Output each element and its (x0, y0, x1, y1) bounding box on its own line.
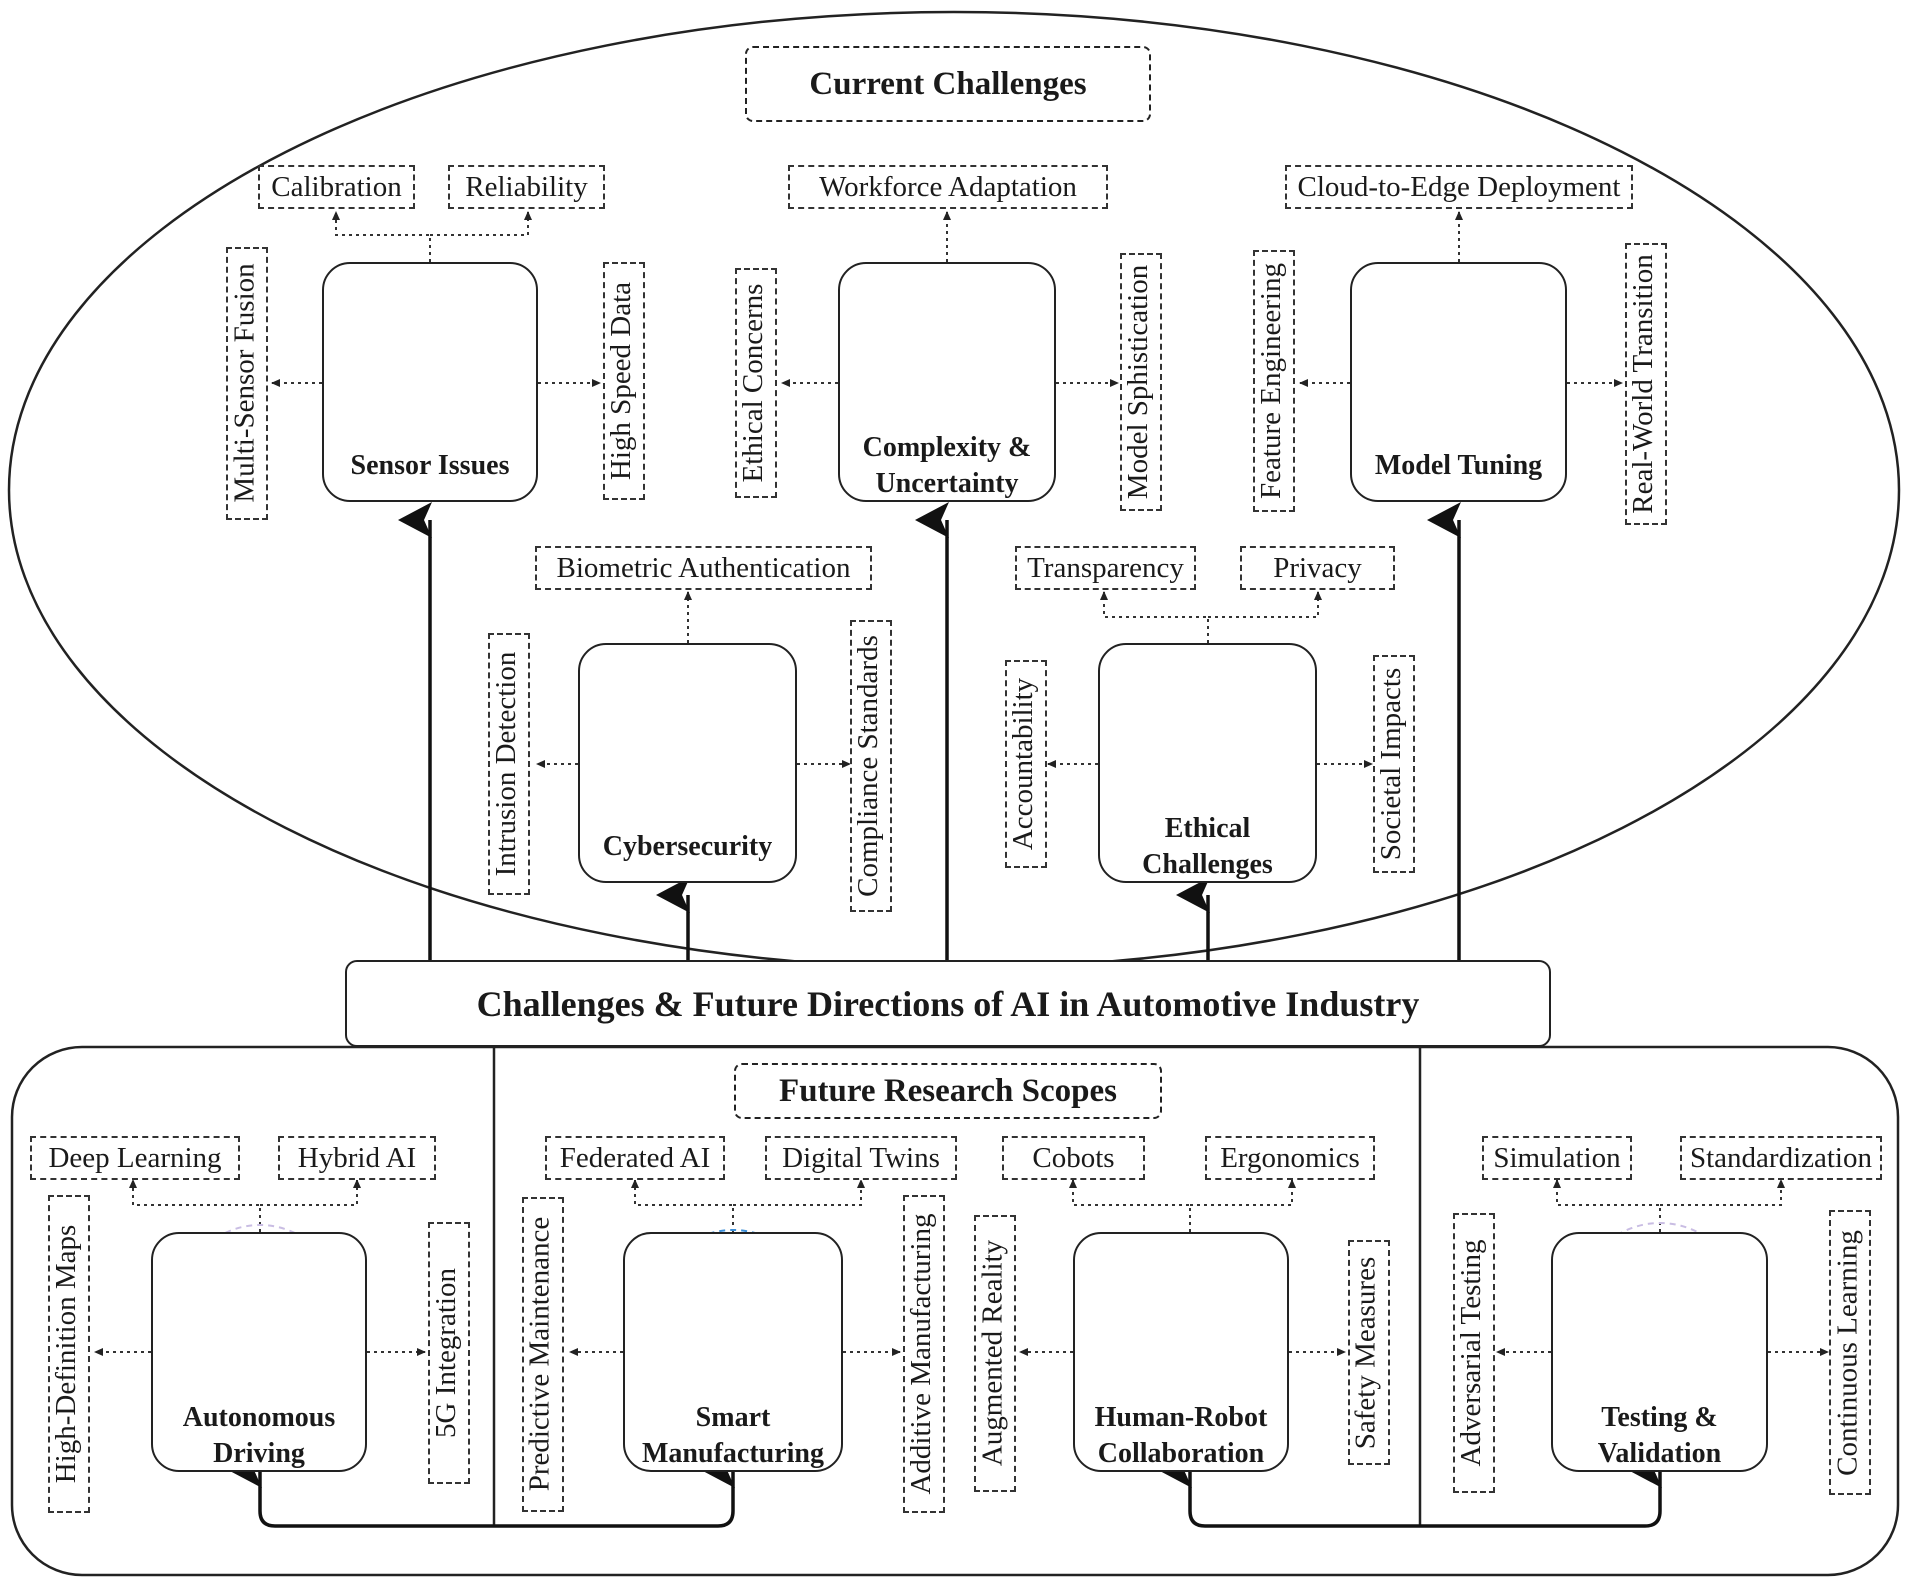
complexity-card: Complexity & Uncertainty (838, 262, 1056, 502)
label-cloud-to-edge: Cloud-to-Edge Deployment (1285, 165, 1633, 209)
label-hd-maps: High-Definition Maps (50, 1224, 82, 1484)
current-challenges-title: Current Challenges (745, 46, 1151, 122)
label-compliance-standards-box (850, 620, 892, 912)
model-tuning-card: Model Tuning (1350, 262, 1567, 502)
card-title-line2: Manufacturing (642, 1438, 824, 1469)
label-predictive-maintenance-box (522, 1197, 564, 1512)
smart-manufacturing-card: Smart Manufacturing (623, 1232, 843, 1472)
label-ethical-concerns: Ethical Concerns (737, 283, 769, 483)
label-additive-manufacturing-box (903, 1195, 945, 1513)
label-continuous-learning-box (1829, 1210, 1871, 1495)
label-model-sophistication-box (1120, 253, 1162, 511)
label-additive-manufacturing: Additive Manufacturing (905, 1213, 937, 1495)
label-ethical-concerns-box (735, 268, 777, 498)
label-continuous-learning: Continuous Learning (1831, 1230, 1864, 1476)
label-intrusion-detection-box (488, 633, 530, 895)
ethical-challenges-card: Ethical Challenges (1098, 643, 1317, 883)
label-deep-learning: Deep Learning (30, 1136, 240, 1180)
label-federated-ai: Federated AI (545, 1136, 725, 1180)
label-biometric-authentication: Biometric Authentication (535, 546, 872, 590)
label-feature-engineering-box (1253, 250, 1295, 512)
label-high-speed-data-box (603, 262, 645, 500)
label-real-world-transition-box (1625, 243, 1667, 525)
label-hd-maps-box (48, 1195, 90, 1513)
label-high-speed-data: High Speed Data (605, 281, 637, 481)
label-accountability-box (1005, 660, 1047, 868)
label-feature-engineering: Feature Engineering (1255, 263, 1287, 499)
label-digital-twins: Digital Twins (765, 1136, 957, 1180)
card-title: Model Tuning (1374, 450, 1543, 481)
label-privacy: Privacy (1240, 546, 1395, 590)
card-title: Sensor Issues (350, 450, 510, 481)
label-model-sophistication: Model Sphistication (1122, 264, 1154, 500)
card-title-line1: Testing & (1601, 1402, 1718, 1433)
card-title-line2: Validation (1597, 1438, 1722, 1469)
card-title-line1: Complexity & (862, 432, 1032, 463)
card-title: Cybersecurity (602, 831, 773, 862)
label-safety-measures: Safety Measures (1349, 1256, 1382, 1450)
card-title-line2: Collaboration (1097, 1438, 1265, 1469)
label-adversarial-testing-box (1453, 1213, 1495, 1493)
card-title-line1: Human-Robot (1094, 1402, 1268, 1433)
label-5g-integration-box (428, 1222, 470, 1484)
main-title: Challenges & Future Directions of AI in … (345, 960, 1551, 1047)
human-robot-collaboration-card: Human-Robot Collaboration (1073, 1232, 1289, 1472)
card-title-line1: Autonomous (182, 1402, 336, 1433)
card-title-line1: Smart (695, 1402, 771, 1433)
autonomous-driving-card: Autonomous Driving (151, 1232, 367, 1472)
label-transparency: Transparency (1015, 546, 1196, 590)
testing-validation-card: Testing & Validation (1551, 1232, 1768, 1472)
card-title-line1: Ethical (1164, 813, 1251, 844)
label-multi-sensor-fusion: Multi-Sensor Fusion (228, 263, 261, 503)
label-predictive-maintenance: Predictive Maintenance (523, 1216, 556, 1492)
label-augmented-reality: Augmented Reality (976, 1239, 1009, 1467)
label-hybrid-ai: Hybrid AI (278, 1136, 436, 1180)
future-scopes-frame (10, 1045, 1900, 1577)
label-5g-integration: 5G Integration (430, 1268, 462, 1438)
sensor-issues-card: Sensor Issues (322, 262, 538, 502)
cybersecurity-card: Cybersecurity (578, 643, 797, 883)
label-adversarial-testing: Adversarial Testing (1455, 1239, 1487, 1467)
label-societal-impacts-box (1373, 655, 1415, 873)
card-title-line2: Challenges (1142, 849, 1273, 880)
label-societal-impacts: Societal Impacts (1375, 667, 1407, 861)
label-compliance-standards: Compliance Standards (852, 635, 884, 897)
label-ergonomics: Ergonomics (1205, 1136, 1375, 1180)
label-intrusion-detection: Intrusion Detection (490, 651, 522, 877)
label-reliability: Reliability (448, 165, 605, 209)
card-title-line2: Driving (213, 1438, 305, 1469)
label-standardization: Standardization (1680, 1136, 1882, 1180)
label-simulation: Simulation (1482, 1136, 1632, 1180)
label-cobots: Cobots (1002, 1136, 1145, 1180)
label-real-world-transition: Real-World Transition (1627, 254, 1659, 514)
label-workforce-adaptation: Workforce Adaptation (788, 165, 1108, 209)
label-safety-measures-box (1348, 1240, 1390, 1465)
label-accountability: Accountability (1007, 677, 1039, 851)
label-multi-sensor-fusion-box (226, 247, 268, 520)
card-title-line2: Uncertainty (875, 468, 1019, 499)
label-augmented-reality-box (974, 1215, 1016, 1492)
future-research-title: Future Research Scopes (734, 1063, 1162, 1119)
label-calibration: Calibration (258, 165, 415, 209)
